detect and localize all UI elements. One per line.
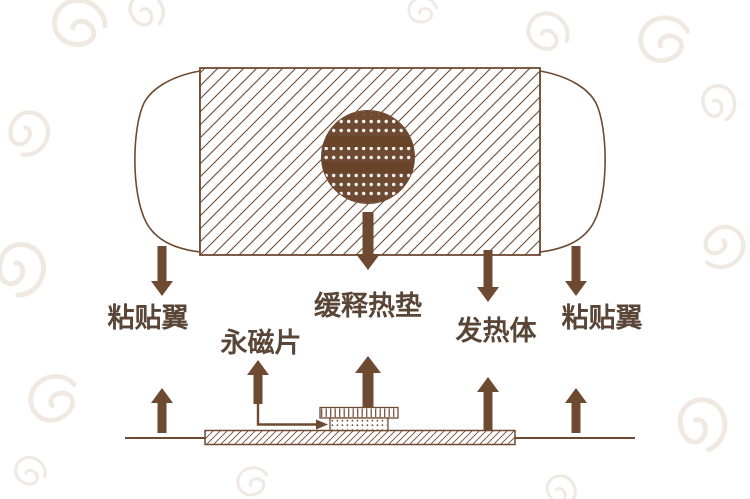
detail-circle <box>321 110 415 204</box>
down-arrow-right-wing <box>565 246 587 296</box>
side-pad-hatch <box>205 430 515 445</box>
label-right-wing: 粘贴翼 <box>562 303 643 334</box>
down-arrow-left-wing <box>151 246 173 296</box>
right-wing-shape <box>539 70 606 253</box>
magnet-piece <box>319 406 399 432</box>
label-left-wing: 粘贴翼 <box>108 303 189 334</box>
magnet-pointer <box>256 404 328 430</box>
magnet-striped-layer <box>321 408 397 417</box>
up-arrow-heater <box>477 377 499 433</box>
detail-band-2 <box>322 162 414 173</box>
down-arrow-heat-pad <box>356 212 380 270</box>
patch-top-view <box>134 67 606 256</box>
up-arrows <box>151 356 587 433</box>
up-arrow-left-wing <box>151 388 173 433</box>
up-arrow-magnet <box>247 360 269 404</box>
label-heater: 发热体 <box>455 315 538 347</box>
label-magnet: 永磁片 <box>220 328 302 359</box>
labels: 粘贴翼 缓释热垫 永磁片 发热体 粘贴翼 <box>108 291 643 359</box>
patch-side-view <box>125 406 635 446</box>
magnet-dotted-layer <box>331 419 387 430</box>
up-arrow-heat-pad <box>355 356 381 420</box>
detail-band-1 <box>322 136 414 147</box>
magnet-pointer-head <box>316 419 328 430</box>
label-heat-pad: 缓释热垫 <box>314 291 422 322</box>
left-wing-shape <box>134 70 201 253</box>
down-arrow-heater <box>477 250 499 302</box>
down-arrows <box>151 212 587 302</box>
up-arrow-right-wing <box>565 388 587 433</box>
